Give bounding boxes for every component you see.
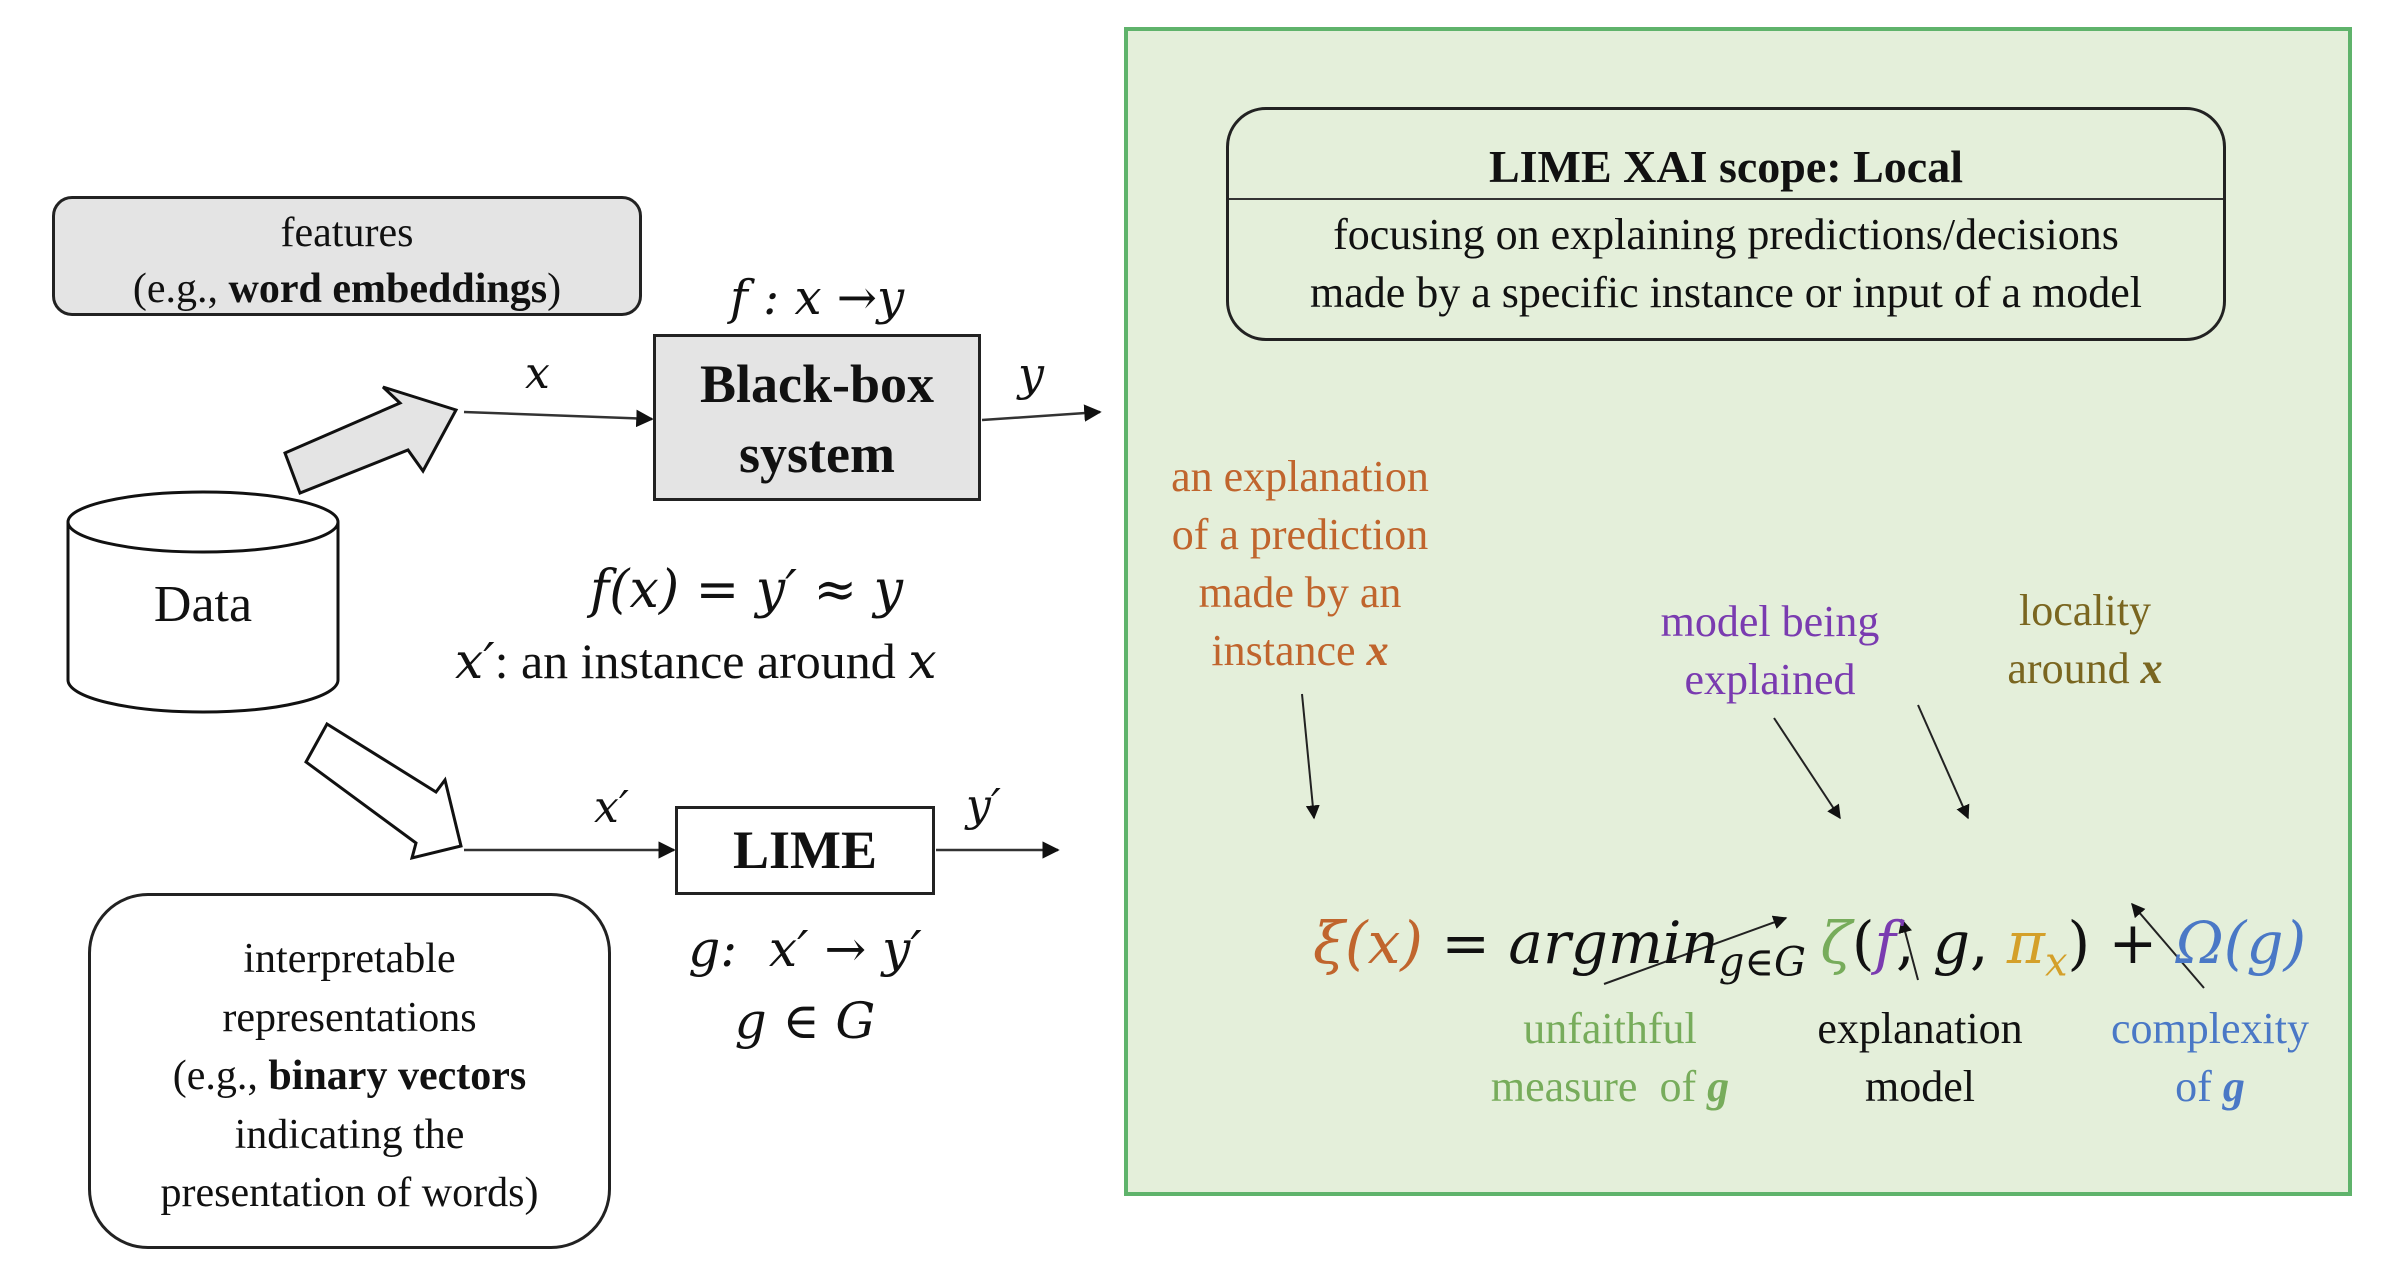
annotation-explanation-model: explanation model [1817,1004,2023,1111]
formula-argmin: = argmin [1422,909,1719,977]
x-input-arrow [463,409,654,428]
scope-divider [1229,198,2223,200]
annotation-unfaithful: unfaithful measure of g [1490,1004,1730,1111]
interp-line2: representations [222,994,477,1041]
interp-line4: indicating the [234,1111,465,1158]
scope-description: focusing on explaining predictions/decis… [1309,210,2143,317]
data-cylinder-icon [66,490,340,714]
annotation-explanation: an explanation of a prediction made by a… [1171,452,1429,675]
formula-g: g [1932,909,1970,977]
arrow-to-pi [1917,704,1970,820]
formula-omega: Ω(g) [2175,909,2307,977]
lime-objective-formula: ξ(x) = argming∈G ζ(f, g, πx) + Ω(g) [1313,909,2307,986]
lime-box: LIME [675,806,935,895]
block-arrow-to-lime [304,721,463,861]
formula-xi: ξ(x) [1313,909,1423,977]
features-example: (e.g., word embeddings) [132,266,562,312]
g-membership-label: g ∈ G [734,992,876,1050]
blackbox-line1: Black-box [699,354,935,414]
arrow-to-xi [1301,693,1320,820]
features-example-bold: word embeddings [228,266,548,312]
interp-line1: interpretable [243,936,456,982]
blackbox-line2: system [739,424,895,484]
interp-line3: (e.g., binary vectors [172,1053,527,1099]
data-store-label: Data [153,576,253,633]
blackbox-system: Black-box system [653,334,981,501]
annotation-complexity: complexity of g [2111,1004,2309,1111]
interp-line5: presentation of words) [160,1170,539,1216]
formula-subscript: g∈G [1718,939,1806,986]
features-title: features [280,210,414,256]
annotation-model-being-explained: model being explained [1660,597,1880,704]
x-input-label: x [525,348,550,399]
arrow-to-zeta [1603,915,1788,985]
arrow-to-omega [2131,902,2205,989]
block-arrow-to-blackbox [283,385,459,495]
instance-description: x′: an instance around x [455,632,937,690]
annotation-locality: locality around x [2007,586,2163,693]
scope-title: LIME XAI scope: Local [1488,141,1964,192]
approx-equation: f(x) = y′ ≈ y [590,560,903,620]
arrow-to-f [1773,717,1841,820]
x-prime-input-label: x′ [594,782,629,833]
scope-box: LIME XAI scope: Local focusing on explai… [1226,107,2226,341]
interpretable-representations-box: interpretable representations (e.g., bin… [88,893,611,1249]
formula-f: f [1874,909,1896,977]
formula-zeta: ζ [1820,909,1852,977]
y-prime-output-label: y′ [966,780,1001,831]
arrow-to-g [1898,918,1919,981]
g-mapping-label: g: x′ → y′ [688,920,922,978]
y-output-arrow [981,404,1102,422]
formula-pi: πx [2006,909,2068,986]
f-mapping-label: f : x →y [730,270,905,326]
features-box: features (e.g., word embeddings) [52,196,642,316]
y-output-label: y [1018,347,1044,401]
lime-scope-panel [1124,27,2352,1196]
